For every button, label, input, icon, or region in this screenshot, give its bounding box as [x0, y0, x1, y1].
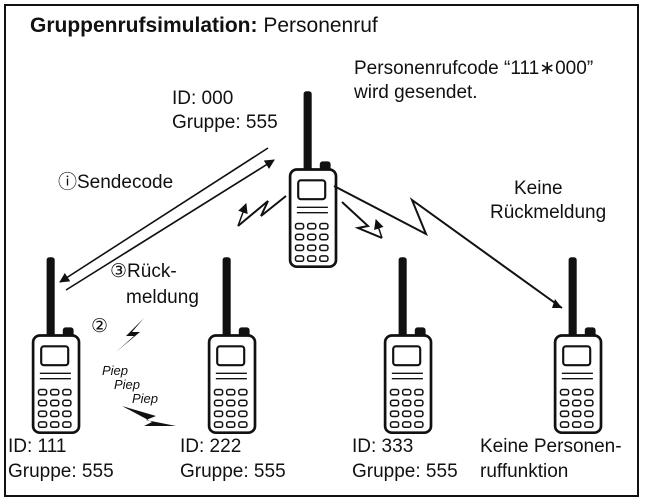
- receiver-radio-icon-none: [555, 257, 601, 433]
- beep-bolt-upper-icon: [116, 318, 144, 352]
- receiver-111-id: ID: 111: [8, 436, 66, 458]
- signal-to-222-icon: [238, 196, 286, 226]
- caller-radio-icon: [290, 91, 336, 267]
- receiver-222-group: Gruppe: 555: [180, 461, 286, 483]
- beep-bolt-lower-icon: [122, 406, 176, 426]
- receiver-radio-icon-333: [385, 257, 431, 433]
- no-reply-line2: Rückmeldung: [490, 202, 606, 224]
- reply-label-line1: ③Rück-: [110, 261, 177, 283]
- diagram-frame: Gruppenrufsimulation: Personenruf: [4, 4, 639, 497]
- beep-step-marker: ②: [91, 316, 108, 338]
- beep-word-3: Piep: [132, 392, 158, 406]
- receiver-none-line1: Keine Personen-: [480, 436, 622, 458]
- no-reply-line1: Keine: [514, 178, 563, 200]
- receiver-radio-icon-222: [209, 257, 255, 433]
- caller-id: ID: 000: [172, 88, 233, 110]
- beep-word-2: Piep: [114, 378, 140, 392]
- receiver-none-line2: ruffunktion: [480, 461, 568, 483]
- receiver-111-group: Gruppe: 555: [8, 461, 114, 483]
- caller-message-line2: wird gesendet.: [354, 82, 478, 104]
- send-code-label: ⓘSendecode: [58, 172, 173, 194]
- receiver-333-id: ID: 333: [352, 436, 413, 458]
- beep-word-1: Piep: [102, 364, 128, 378]
- receiver-radio-icon-111: [33, 257, 79, 433]
- receiver-333-group: Gruppe: 555: [352, 461, 458, 483]
- reply-label-line2: meldung: [126, 287, 199, 309]
- caller-group: Gruppe: 555: [172, 112, 278, 134]
- receiver-222-id: ID: 222: [180, 436, 241, 458]
- caller-message-line1: Personenrufcode “111∗000”: [354, 58, 593, 80]
